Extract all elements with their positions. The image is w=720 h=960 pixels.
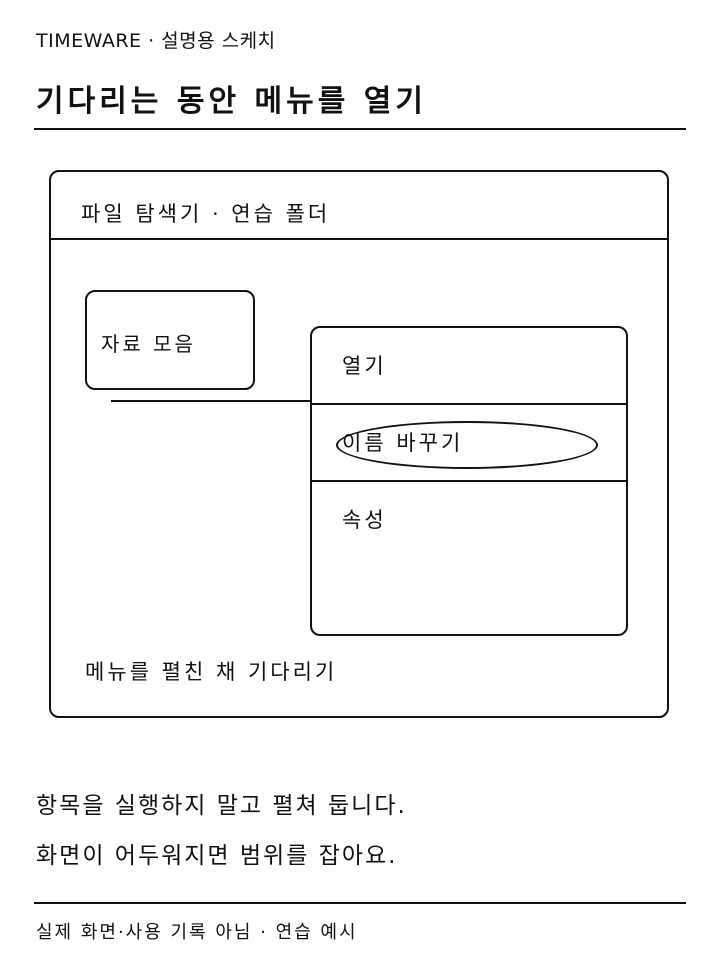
menu-connector-line — [111, 400, 311, 402]
highlight-circle — [336, 421, 598, 469]
sketch-kicker: TIMEWARE · 설명용 스케치 — [36, 30, 276, 52]
footer-divider — [34, 902, 686, 904]
window-caption: 메뉴를 펼친 채 기다리기 — [85, 660, 338, 684]
window-title: 파일 탐색기 · 연습 폴더 — [81, 202, 331, 226]
page-title: 기다리는 동안 메뉴를 열기 — [36, 84, 427, 119]
instruction-line-2: 화면이 어두워지면 범위를 잡아요. — [36, 843, 398, 869]
folder-label: 자료 모음 — [101, 332, 196, 356]
menu-item-properties[interactable]: 속성 — [312, 482, 626, 559]
menu-item-open[interactable]: 열기 — [312, 328, 626, 405]
header-divider — [34, 128, 686, 130]
instruction-line-1: 항목을 실행하지 말고 펼쳐 둡니다. — [36, 793, 407, 819]
menu-item-label: 열기 — [342, 354, 387, 378]
menu-item-label: 이름 바꾸기 — [342, 431, 464, 455]
menu-item-rename[interactable]: 이름 바꾸기 — [312, 405, 626, 482]
file-explorer-window: 파일 탐색기 · 연습 폴더 자료 모음 열기 이름 바꾸기 속성 메뉴를 펼친… — [49, 170, 669, 718]
context-menu: 열기 이름 바꾸기 속성 — [310, 326, 628, 636]
menu-item-label: 속성 — [342, 508, 387, 532]
titlebar-divider — [51, 238, 667, 240]
footer-note: 실제 화면·사용 기록 아님 · 연습 예시 — [36, 922, 358, 943]
folder-item[interactable]: 자료 모음 — [85, 290, 255, 390]
